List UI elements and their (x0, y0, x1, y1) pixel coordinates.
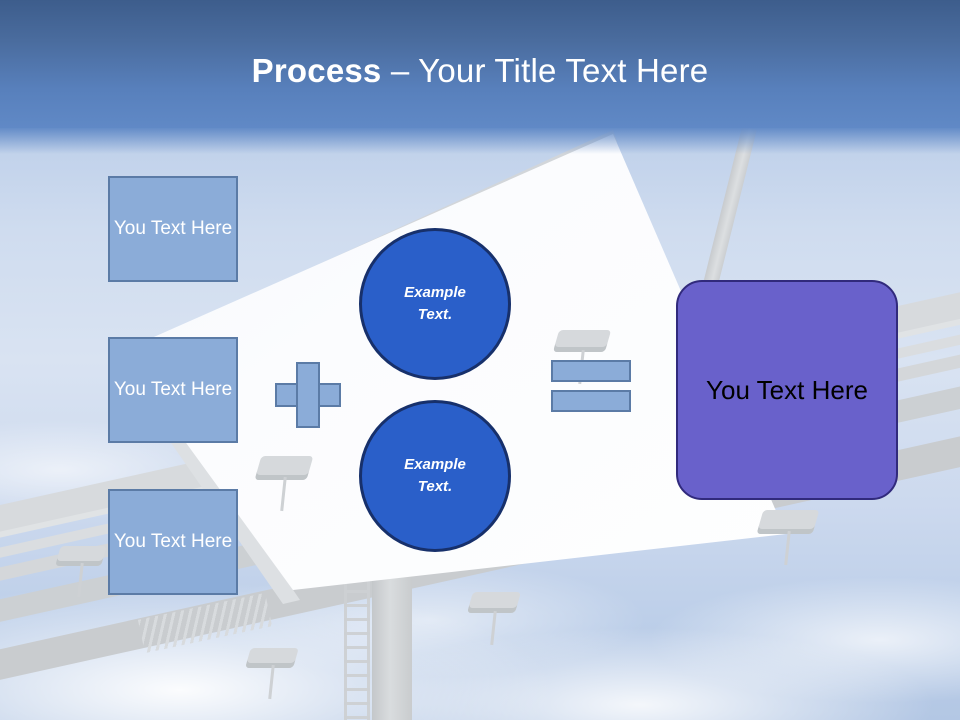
example-circle-2-line2: Text. (417, 478, 453, 495)
input-box-3-label: You Text Here (113, 531, 233, 553)
example-circle-1[interactable]: Example Text. (359, 228, 511, 380)
result-box-label: You Text Here (706, 374, 868, 405)
example-circle-2[interactable]: Example Text. (359, 400, 511, 552)
billboard-lamp-icon (55, 546, 107, 598)
billboard-lamp-icon (254, 456, 314, 512)
billboard-lamp-icon (756, 510, 820, 566)
input-box-3[interactable]: You Text Here (108, 489, 238, 595)
example-circle-1-line1: Example (404, 283, 466, 301)
example-circle-2-line1: Example (404, 455, 466, 473)
billboard-lamp-icon (552, 330, 612, 384)
input-box-2-label: You Text Here (113, 379, 233, 401)
page-title-strong: Process (251, 52, 382, 89)
page-title-rest: – Your Title Text Here (381, 52, 709, 89)
equals-top-bar (551, 360, 631, 382)
page-title: Process – Your Title Text Here (0, 52, 960, 90)
title-band (0, 0, 960, 154)
example-circle-1-line2: Text. (417, 306, 453, 323)
equals-sign-icon (551, 360, 631, 412)
input-box-1[interactable]: You Text Here (108, 176, 238, 282)
plus-sign-icon (275, 362, 341, 428)
input-box-2[interactable]: You Text Here (108, 337, 238, 443)
equals-bottom-bar (551, 390, 631, 412)
plus-center-patch (298, 385, 318, 405)
billboard-lamp-icon (245, 648, 299, 700)
billboard-lamp-icon (466, 592, 522, 645)
result-box[interactable]: You Text Here (676, 280, 898, 500)
input-box-1-label: You Text Here (113, 218, 233, 240)
